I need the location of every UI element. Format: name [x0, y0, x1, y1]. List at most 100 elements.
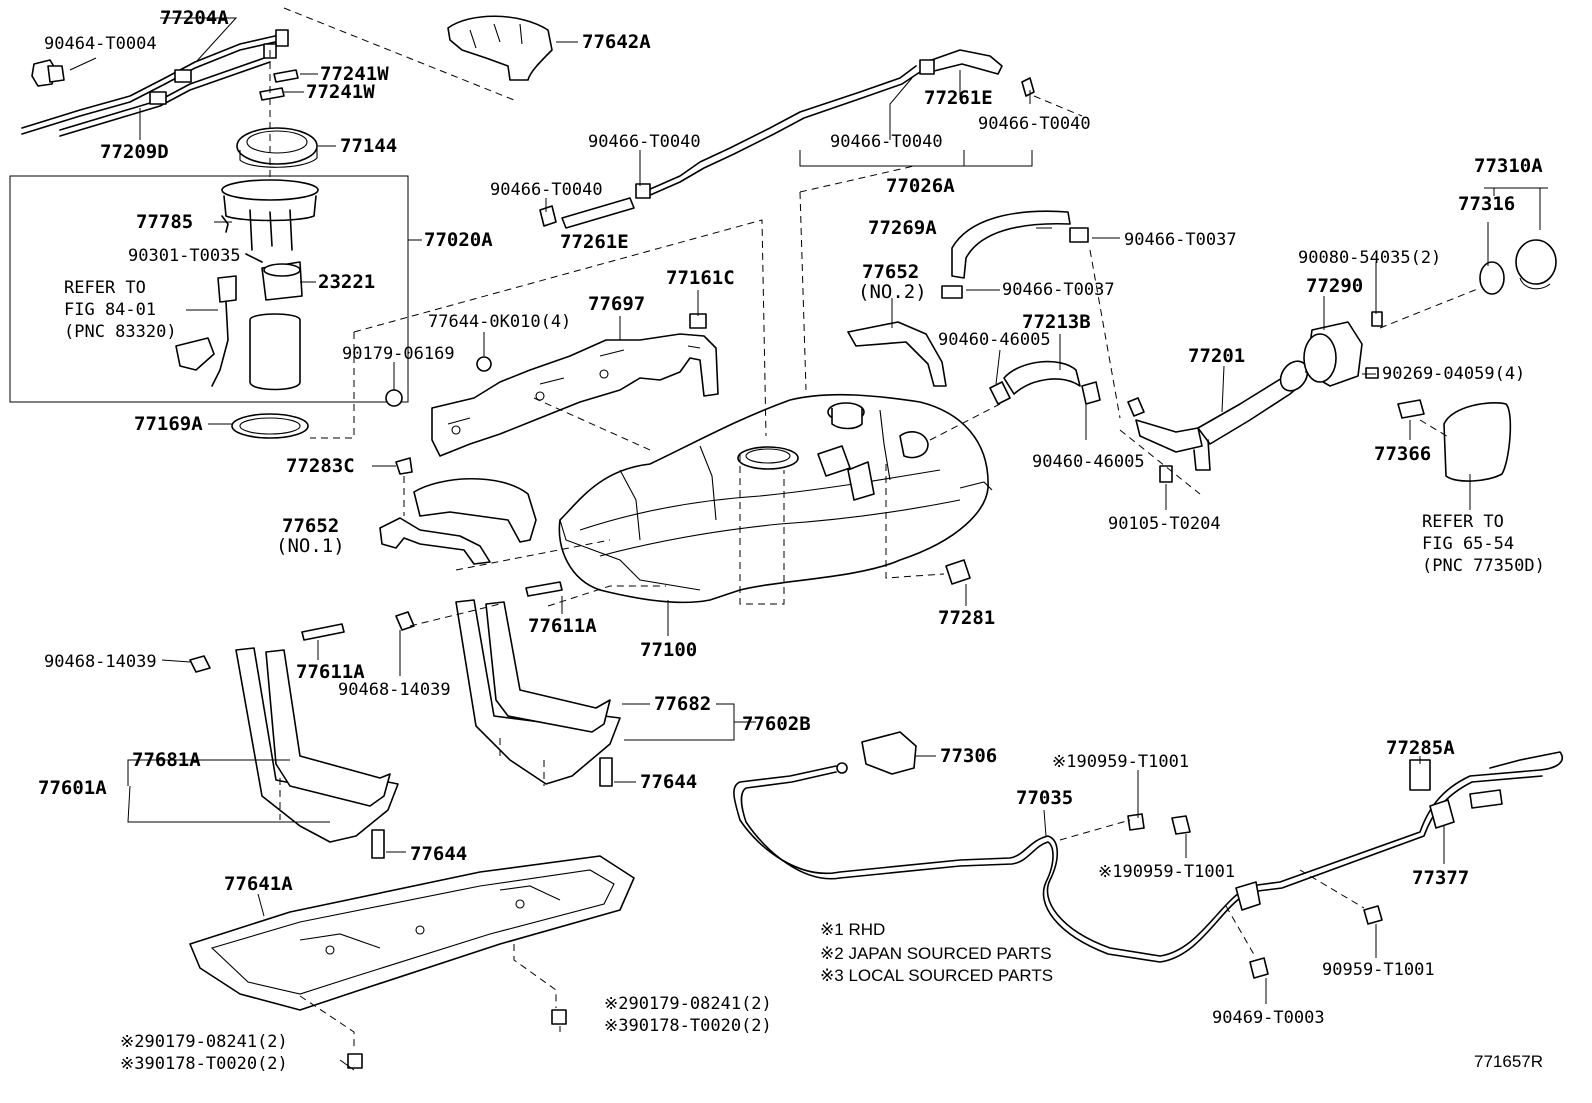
clamp-77285A	[1409, 759, 1431, 791]
label-77652-no2-sub: (NO.2)	[858, 281, 927, 303]
label-77283C: 77283C	[286, 455, 355, 477]
label-77310A: 77310A	[1474, 155, 1543, 177]
fuel-tube-assembly-77204A	[21, 29, 299, 137]
label-refer1-line2: FIG 84-01	[64, 300, 157, 320]
label-77306: 77306	[940, 745, 998, 767]
protector-77641A	[189, 855, 635, 1011]
label-90179-08241-a: ※290179-08241(2)	[604, 994, 772, 1014]
label-77161C: 77161C	[666, 267, 735, 289]
label-77644-0K010: 77644-0K010(4)	[428, 312, 572, 332]
label-77652-no2: 77652	[862, 261, 920, 283]
note-japan-sourced: ※2 JAPAN SOURCED PARTS	[820, 944, 1052, 963]
fuel-pump-assembly-box	[9, 175, 409, 403]
label-90468-14039-a: 90468-14039	[44, 652, 157, 672]
label-90469-T0003: 90469-T0003	[1212, 1008, 1325, 1028]
label-77611A-a: 77611A	[528, 615, 597, 637]
protector-77697	[431, 333, 719, 457]
label-90466-T0040-b: 90466-T0040	[490, 180, 603, 200]
label-90178-T0020-a: ※390178-T0020(2)	[604, 1016, 772, 1036]
label-90466-T0040-a: 90466-T0040	[588, 132, 701, 152]
label-90179-06169: 90179-06169	[342, 344, 455, 364]
label-77611A-b: 77611A	[296, 661, 365, 683]
label-77241W-a: 77241W	[320, 63, 389, 85]
label-90179-08241-b: ※290179-08241(2)	[120, 1032, 288, 1052]
label-77682: 77682	[654, 693, 712, 715]
dashed-reference-lines	[269, 7, 1481, 1050]
clamp-77281	[945, 559, 971, 585]
label-77316: 77316	[1458, 193, 1516, 215]
band-77652-no1	[379, 517, 491, 565]
filler-pipe-77201	[1127, 360, 1309, 471]
label-23221: 23221	[318, 271, 376, 293]
bolt-77611A-b	[525, 581, 563, 597]
label-77697: 77697	[588, 293, 646, 315]
label-90080-54035: 90080-54035(2)	[1298, 248, 1442, 268]
label-77281: 77281	[938, 607, 996, 629]
band-77652-no2	[847, 321, 947, 387]
label-77241W-b: 77241W	[306, 81, 375, 103]
label-77644-b: 77644	[410, 843, 468, 865]
leader-lines	[69, 17, 1548, 1071]
fuel-cap-77310A	[1479, 239, 1557, 295]
label-77261E-a: 77261E	[924, 87, 993, 109]
label-77681A: 77681A	[132, 749, 201, 771]
label-90959-T1001-b: ※190959-T1001	[1098, 862, 1236, 882]
part-77144-retainer-ring	[236, 127, 318, 168]
label-77201: 77201	[1188, 345, 1246, 367]
label-77204A: 77204A	[160, 7, 229, 29]
label-refer2-line1: REFER TO	[1422, 512, 1504, 532]
label-90468-14039-b: 90468-14039	[338, 680, 451, 700]
label-90460-46005-b: 90460-46005	[1032, 452, 1145, 472]
figure-id: 771657R	[1474, 1052, 1544, 1071]
label-90464-T0004: 90464-T0004	[44, 34, 157, 54]
label-77020A: 77020A	[424, 229, 493, 251]
label-90105-T0204: 90105-T0204	[1108, 514, 1221, 534]
label-77213B: 77213B	[1022, 311, 1091, 333]
label-77785: 77785	[136, 211, 194, 233]
label-77644-a: 77644	[640, 771, 698, 793]
label-90466-T0040-c: 90466-T0040	[830, 132, 943, 152]
clip-90468-14039-a	[189, 655, 211, 673]
label-refer1-line1: REFER TO	[64, 278, 146, 298]
label-77642A: 77642A	[582, 31, 651, 53]
vent-hose-77269A	[951, 210, 1071, 279]
label-77269A: 77269A	[868, 217, 937, 239]
label-77652-no1-sub: (NO.1)	[276, 535, 345, 557]
label-77652-no1: 77652	[282, 515, 340, 537]
fuel-tank-77100	[558, 393, 993, 604]
label-90178-T0020-b: ※390178-T0020(2)	[120, 1054, 288, 1074]
label-refer1-line3: (PNC 83320)	[64, 322, 177, 342]
label-77169A: 77169A	[134, 413, 203, 435]
label-77377: 77377	[1412, 867, 1470, 889]
bolt-77644-a	[599, 757, 613, 787]
label-77285A: 77285A	[1386, 737, 1455, 759]
label-77290: 77290	[1306, 275, 1364, 297]
strap-77682	[455, 599, 621, 785]
note-rhd: ※1 RHD	[820, 920, 886, 939]
strap-77681A	[235, 647, 399, 843]
hose-77213B	[1003, 360, 1081, 395]
label-90466-T0037-a: 90466-T0037	[1124, 230, 1237, 250]
bolt-77644-b	[371, 829, 385, 859]
label-90460-46005-a: 90460-46005	[938, 330, 1051, 350]
fuel-pump-assembly-77020A	[175, 179, 319, 391]
label-refer2-line3: (PNC 77350D)	[1422, 556, 1545, 576]
label-refer2-line2: FIG 65-54	[1422, 534, 1515, 554]
label-77100: 77100	[640, 639, 698, 661]
vent-tube-77026A	[539, 49, 1035, 229]
label-90301-T0035: 90301-T0035	[128, 246, 241, 266]
clip-90468-14039-b	[395, 611, 415, 631]
filler-housing-77290	[1303, 311, 1383, 387]
label-77035: 77035	[1016, 787, 1074, 809]
canister-valve-77306	[861, 731, 917, 775]
part-77642A-cover	[447, 15, 553, 81]
bolt-77611A-a	[301, 623, 345, 641]
note-local-sourced: ※3 LOCAL SOURCED PARTS	[820, 966, 1054, 985]
label-90466-T0040-d: 90466-T0040	[978, 114, 1091, 134]
label-77641A: 77641A	[224, 873, 293, 895]
label-77366: 77366	[1374, 443, 1432, 465]
part-77161C-clip	[689, 313, 707, 329]
label-77602B: 77602B	[742, 713, 811, 735]
